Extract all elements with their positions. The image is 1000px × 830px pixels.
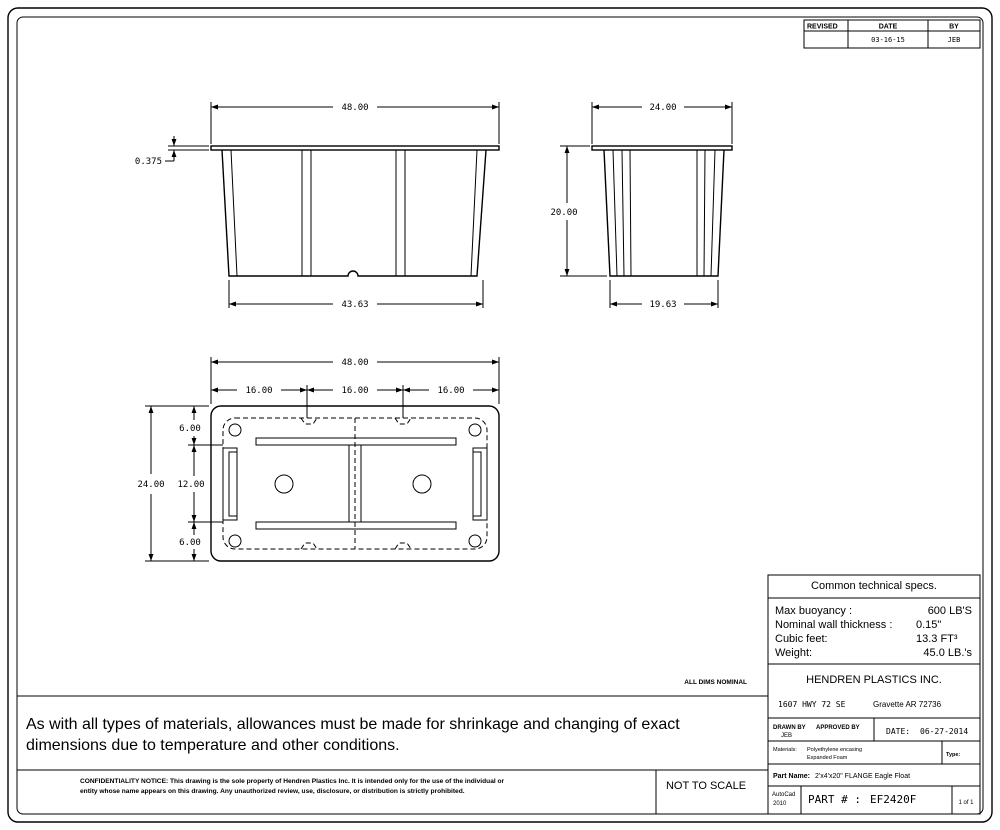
side-view: 48.00 0.375 43.63 (135, 102, 500, 310)
plan-seg-1-label: 16.00 (245, 386, 272, 396)
specs-box: Common technical specs. Max buoyancy : 6… (767, 574, 981, 665)
approved-by-label: APPROVED BY (816, 725, 860, 731)
plan-view: 48.00 16.00 16.00 16.00 24.00 6.00 12.00… (137, 357, 500, 562)
side-top-width-label: 48.00 (341, 103, 368, 113)
date-value: 06-27-2014 (920, 727, 968, 736)
spec-label-1: Nominal wall thickness : (775, 619, 892, 631)
spec-label-0: Max buoyancy : (775, 605, 852, 617)
spec-value-1: 0.15" (916, 619, 941, 631)
spec-value-3: 45.0 LB.'s (923, 647, 972, 659)
spec-value-2: 13.3 FT³ (916, 633, 958, 645)
company-city: Gravette AR 72736 (873, 700, 942, 709)
side-bottom-width-label: 43.63 (341, 300, 368, 310)
plan-height-label: 24.00 (137, 480, 164, 490)
drawn-by-label: DRAWN BY (773, 725, 806, 731)
spec-value-0: 600 LB'S (928, 605, 972, 617)
end-height-label: 20.00 (550, 208, 577, 218)
rev-header-date: DATE (879, 24, 898, 31)
materials-line1: Polyethylene encasing (807, 747, 862, 753)
rev-header-revised: REVISED (807, 24, 838, 31)
inner-border (16, 16, 984, 815)
sheet-number: 1 of 1 (958, 800, 974, 806)
plan-v3-label: 6.00 (179, 538, 201, 548)
end-view: 24.00 20.00 19.63 (550, 102, 733, 310)
notice-line2: dimensions due to temperature and other … (26, 737, 400, 754)
rev-date: 03-16-15 (871, 36, 905, 44)
part-name-value: 2'x4'x20" FLANGE Eagle Float (815, 773, 910, 780)
title-block: HENDREN PLASTICS INC. 1607 HWY 72 SE Gra… (767, 663, 981, 815)
confidentiality-line1: CONFIDENTIALITY NOTICE: This drawing is … (80, 778, 505, 785)
company-name: HENDREN PLASTICS INC. (806, 674, 942, 686)
end-bottom-width-label: 19.63 (649, 300, 676, 310)
sheet-border (7, 7, 993, 823)
scale-note: NOT TO SCALE (666, 780, 746, 792)
rev-by: JEB (948, 36, 961, 44)
plan-seg-2-label: 16.00 (341, 386, 368, 396)
plan-seg-3-label: 16.00 (437, 386, 464, 396)
plan-width-label: 48.00 (341, 358, 368, 368)
spec-label-2: Cubic feet: (775, 633, 828, 645)
notice-line1: As with all types of materials, allowanc… (26, 716, 680, 733)
rev-header-by: BY (949, 24, 959, 31)
side-flange-label: 0.375 (135, 157, 162, 167)
plan-v1-label: 6.00 (179, 424, 201, 434)
specs-title: Common technical specs. (811, 580, 937, 592)
materials-label: Materials: (773, 747, 797, 753)
all-dims-note: ALL DIMS NOMINAL (684, 679, 747, 686)
autocad-version: 2010 (773, 801, 787, 807)
spec-label-3: Weight: (775, 647, 812, 659)
part-name-label: Part Name: (773, 773, 810, 780)
part-number-label: PART # : (808, 793, 861, 806)
part-number-value: EF2420F (870, 793, 916, 806)
drawn-by-value: JEB (781, 733, 792, 739)
materials-line2: Expanded Foam (807, 755, 848, 761)
company-address: 1607 HWY 72 SE (778, 700, 846, 709)
date-label: DATE: (886, 727, 910, 736)
end-top-width-label: 24.00 (649, 103, 676, 113)
type-label: Type: (946, 752, 960, 758)
revision-block: REVISED DATE BY 03-16-15 JEB (803, 19, 981, 49)
autocad-label: AutoCad (772, 792, 795, 798)
plan-v2-label: 12.00 (177, 480, 204, 490)
confidentiality-line2: entity whose name appears on this drawin… (80, 788, 465, 795)
